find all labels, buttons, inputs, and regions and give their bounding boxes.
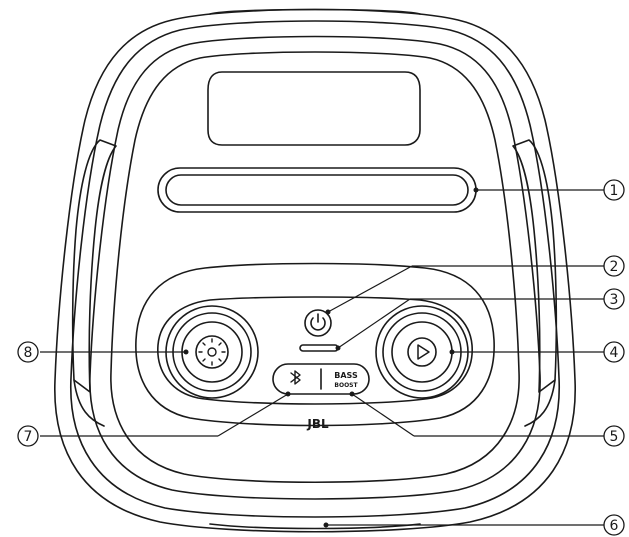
leader-dot-3: [335, 345, 341, 351]
callout-label-6: 6: [610, 518, 619, 534]
leader-5: [351, 393, 415, 437]
leader-dot-2: [325, 309, 331, 315]
leader-dot-6: [323, 522, 329, 528]
leader-dot-8: [183, 349, 189, 355]
callout-circle-8: [17, 341, 39, 363]
callout-circle-3: [603, 288, 625, 310]
callout-label-3: 3: [610, 292, 619, 308]
top-edge: [209, 8, 421, 15]
callout-circle-5: [603, 425, 625, 447]
power-icon: [310, 313, 326, 331]
right-grip-inner: [524, 379, 556, 427]
light-icon: [198, 338, 226, 366]
bass-boost-label-line1: BASS: [334, 371, 358, 380]
leader-dot-5: [349, 391, 355, 397]
callout-circle-4: [603, 341, 625, 363]
handle-opening: [207, 71, 421, 146]
leader-2: [327, 265, 413, 313]
bass-boost-label-line2: BOOST: [334, 382, 358, 389]
callout-label-7: 7: [24, 429, 33, 445]
left-grip-outer: [71, 139, 117, 393]
light-bar-inner: [165, 174, 469, 206]
callout-label-5: 5: [610, 429, 619, 445]
speaker-outer-shell: [54, 8, 576, 533]
callout-circle-7: [17, 425, 39, 447]
light-knob-button[interactable]: [195, 335, 229, 369]
control-panel-inner: [157, 296, 473, 405]
speaker-shell-line-3: [89, 35, 541, 500]
callout-circle-2: [603, 255, 625, 277]
leader-dot-1: [473, 187, 479, 193]
leader-dot-4: [449, 349, 455, 355]
leader-7: [217, 393, 289, 437]
speaker-shell-line-2: [70, 20, 560, 518]
callout-label-4: 4: [610, 345, 619, 361]
callout-circle-6: [603, 514, 625, 536]
speaker-front-panel: [110, 51, 520, 484]
callout-label-1: 1: [610, 183, 619, 199]
status-led: [299, 344, 339, 352]
callout-label-8: 8: [24, 345, 33, 361]
bluetooth-icon: [290, 370, 301, 385]
play-knob-button[interactable]: [407, 337, 437, 367]
play-icon: [417, 344, 430, 360]
callout-circle-1: [603, 179, 625, 201]
brand-logo: JBL: [306, 417, 329, 431]
play-knob-face: [391, 321, 453, 383]
play-knob-ring: [382, 312, 462, 392]
leader-dot-7: [285, 391, 291, 397]
power-button[interactable]: [304, 309, 332, 337]
leader-3: [337, 298, 411, 349]
left-grip-inner: [73, 379, 105, 427]
right-grip-outer: [512, 139, 558, 393]
bt-bass-capsule: [272, 363, 370, 395]
bottom-base-line: [209, 523, 421, 530]
control-panel-outer: [135, 262, 495, 427]
light-knob-face: [181, 321, 243, 383]
callout-label-2: 2: [610, 259, 619, 275]
